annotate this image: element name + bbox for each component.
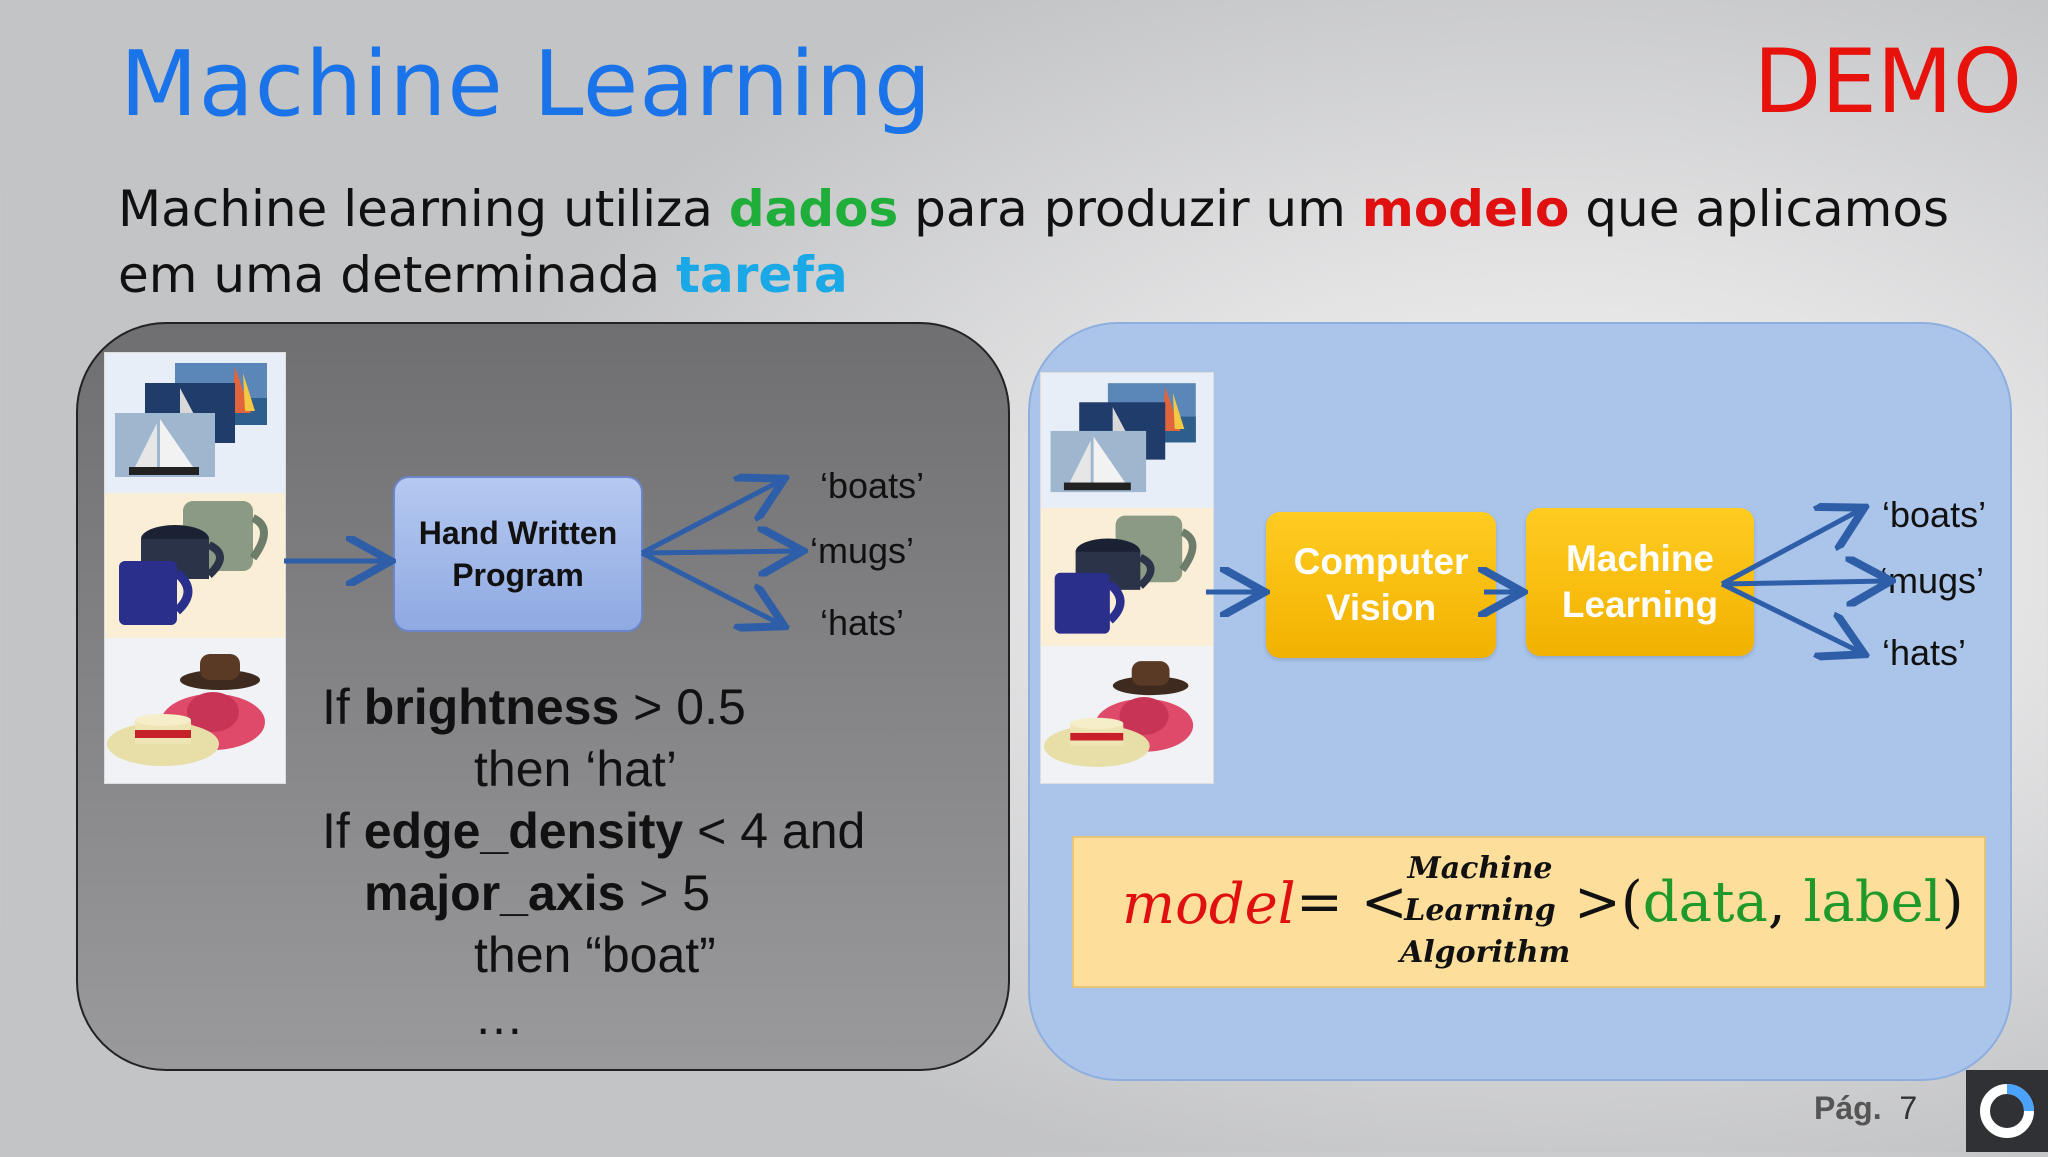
machine-learning-box: Machine Learning: [1526, 508, 1754, 656]
code-line-3: If edge_density < 4 and: [322, 803, 866, 859]
sailboat-image: [105, 353, 285, 493]
page-number: Pág. 7: [1814, 1090, 1918, 1126]
left-output-boats: ‘boats’: [820, 465, 925, 506]
formula-args: >(data, label): [1574, 870, 1964, 935]
formula-label: label: [1803, 870, 1942, 935]
arrow-right-icon: [641, 551, 798, 553]
slide-title: Machine Learning: [120, 32, 933, 137]
right-output-boats: ‘boats’: [1882, 494, 1987, 535]
subtitle-text-3: que aplicamos em uma determinada: [118, 180, 1949, 304]
formula-algorithm: Machine Learning Algorithm: [1400, 851, 1571, 970]
app-logo-icon: [1966, 1070, 2048, 1152]
image-column-left: [104, 352, 286, 784]
keyword-dados: dados: [728, 180, 899, 238]
subtitle-text-2: para produzir um: [898, 180, 1362, 238]
hat-image: [1041, 646, 1213, 783]
keyword-tarefa: tarefa: [676, 246, 848, 304]
code-line-1: If brightness > 0.5: [322, 679, 746, 735]
image-column-right: [1040, 372, 1214, 784]
right-output-mugs: ‘mugs’: [1880, 560, 1985, 601]
subtitle-text-1: Machine learning utiliza: [118, 180, 729, 238]
arrow-right-icon: [1720, 581, 1860, 652]
left-output-mugs: ‘mugs’: [810, 530, 915, 571]
hat-image: [105, 638, 285, 783]
code-line-6: …: [474, 989, 524, 1045]
feature-edge-density: edge_density: [363, 803, 684, 859]
code-line-5: then “boat”: [474, 927, 716, 983]
formula-equals: = <: [1296, 870, 1408, 935]
sailboat-image: [1041, 373, 1213, 508]
code-line-4: major_axis > 5: [364, 865, 711, 921]
mug-image: [105, 493, 285, 638]
arrow-right-icon: [1721, 581, 1886, 584]
feature-major-axis: major_axis: [364, 865, 626, 921]
computer-vision-box: Computer Vision: [1266, 512, 1496, 658]
feature-brightness: brightness: [363, 679, 620, 735]
arrow-right-icon: [640, 481, 780, 556]
keyword-modelo: modelo: [1361, 180, 1570, 238]
arrow-right-icon: [1720, 510, 1860, 587]
hand-written-program-box: Hand Written Program: [393, 476, 643, 632]
formula-data: data: [1642, 870, 1768, 935]
mug-image: [1041, 508, 1213, 646]
formula-model: model: [1122, 872, 1296, 937]
slide-subtitle: Machine learning utiliza dados para prod…: [118, 176, 1998, 308]
arrow-right-icon: [640, 550, 780, 624]
left-output-hats: ‘hats’: [820, 602, 905, 643]
code-line-2: then ‘hat’: [474, 741, 677, 797]
demo-label: DEMO: [1753, 30, 2022, 133]
model-formula: model = < Machine Learning Algorithm >(d…: [1072, 836, 1986, 988]
right-output-hats: ‘hats’: [1882, 632, 1967, 673]
